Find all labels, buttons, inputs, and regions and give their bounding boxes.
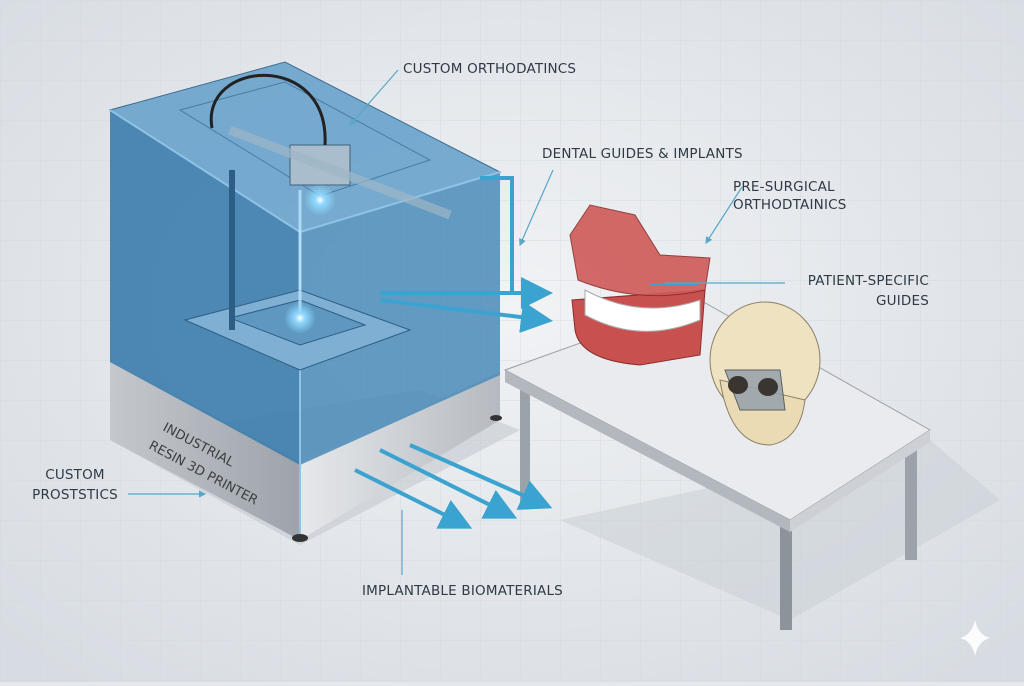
- dental-model: [569, 204, 711, 366]
- label-custom-prosthetics-2: PROSTSTICS: [32, 487, 118, 503]
- label-custom-orthodontics: CUSTOM ORTHODATINCS: [403, 61, 577, 77]
- label-patient-specific-2: GUIDES: [875, 293, 929, 309]
- label-pre-surgical-2: ORTHODTAINICS: [733, 197, 847, 213]
- label-patient-specific-1: PATIENT-SPECIFIC: [807, 273, 929, 289]
- label-custom-prosthetics-1: CUSTOM: [45, 467, 105, 483]
- label-implantable-biomaterials: IMPLANTABLE BIOMATERIALS: [362, 583, 563, 599]
- label-dental-guides: DENTAL GUIDES & IMPLANTS: [542, 146, 743, 162]
- resin-3d-printer: INDUSTRIAL RESIN 3D PRINTER: [108, 61, 502, 542]
- leader-lines: [128, 69, 785, 575]
- label-pre-surgical-1: PRE-SURGICAL: [733, 179, 835, 195]
- skull-model: [709, 301, 821, 446]
- process-arrows: [354, 176, 553, 529]
- sparkle-icon: [960, 620, 990, 656]
